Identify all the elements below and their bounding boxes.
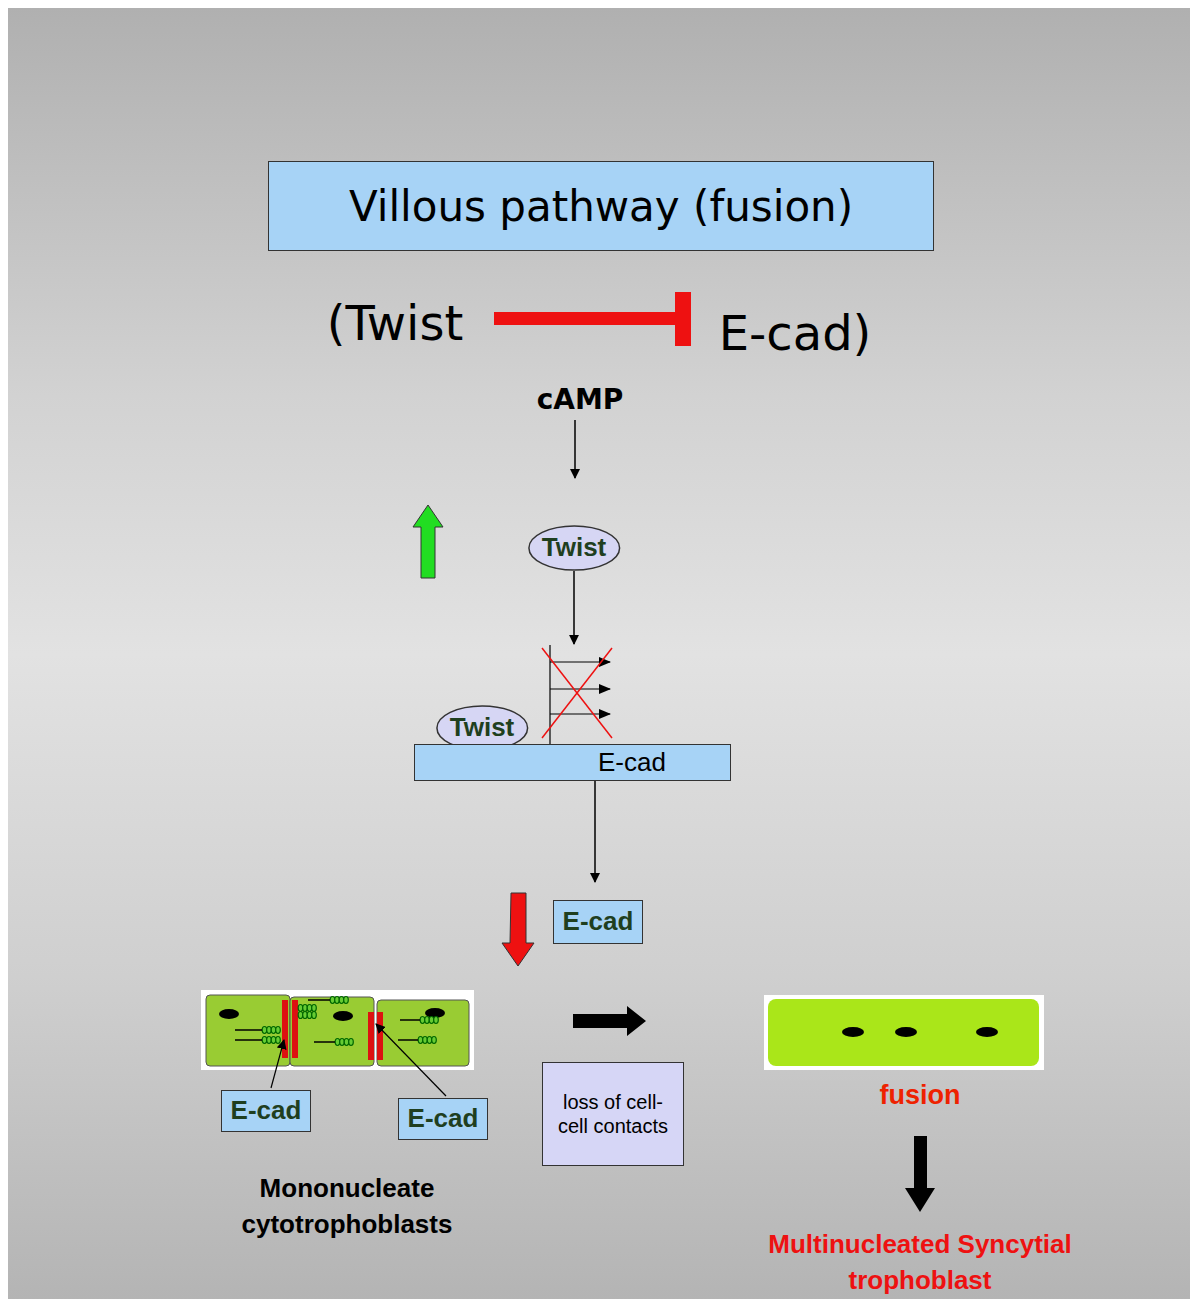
- cell-illustration: [201, 990, 474, 1070]
- gene-label: E-cad): [700, 300, 890, 367]
- inhibition-symbol: [494, 292, 691, 346]
- cell-label: Mononucleate cytotrophoblasts: [182, 1170, 512, 1243]
- leader-line: [271, 1040, 284, 1088]
- cell-label: Multinucleated Syncytial trophoblast: [762, 1226, 1078, 1299]
- gene-band: E-cad: [414, 744, 731, 781]
- connector: [573, 571, 575, 644]
- protein-ellipse: Twist: [528, 525, 621, 571]
- process-arrow: [573, 1006, 646, 1036]
- node-text: E-cad: [598, 747, 666, 778]
- protein-box: E-cad: [553, 900, 643, 944]
- process-box: loss of cell-cell contacts: [542, 1062, 684, 1166]
- leader-line: [376, 1024, 446, 1096]
- node-text: E-cad: [408, 1103, 479, 1134]
- down-arrow: [502, 893, 534, 966]
- protein-box: E-cad: [221, 1090, 311, 1132]
- node-text: E-cad: [231, 1095, 302, 1126]
- process-label: fusion: [820, 1077, 1020, 1115]
- up-arrow: [413, 505, 443, 578]
- signal-label: cAMP: [510, 380, 650, 419]
- node-text: E-cad: [563, 906, 634, 937]
- node-text: Twist: [450, 712, 515, 743]
- title-text: Villous pathway (fusion): [349, 182, 853, 231]
- protein-box: E-cad: [398, 1098, 488, 1140]
- node-text: Twist: [542, 532, 607, 563]
- arrow: [574, 420, 576, 478]
- connector: [594, 781, 596, 882]
- syncytium-illustration: [764, 995, 1044, 1070]
- node-text: loss of cell-cell contacts: [550, 1090, 676, 1138]
- title-box: Villous pathway (fusion): [268, 161, 934, 251]
- gene-label: (Twist: [300, 290, 490, 357]
- process-arrow: [905, 1136, 935, 1212]
